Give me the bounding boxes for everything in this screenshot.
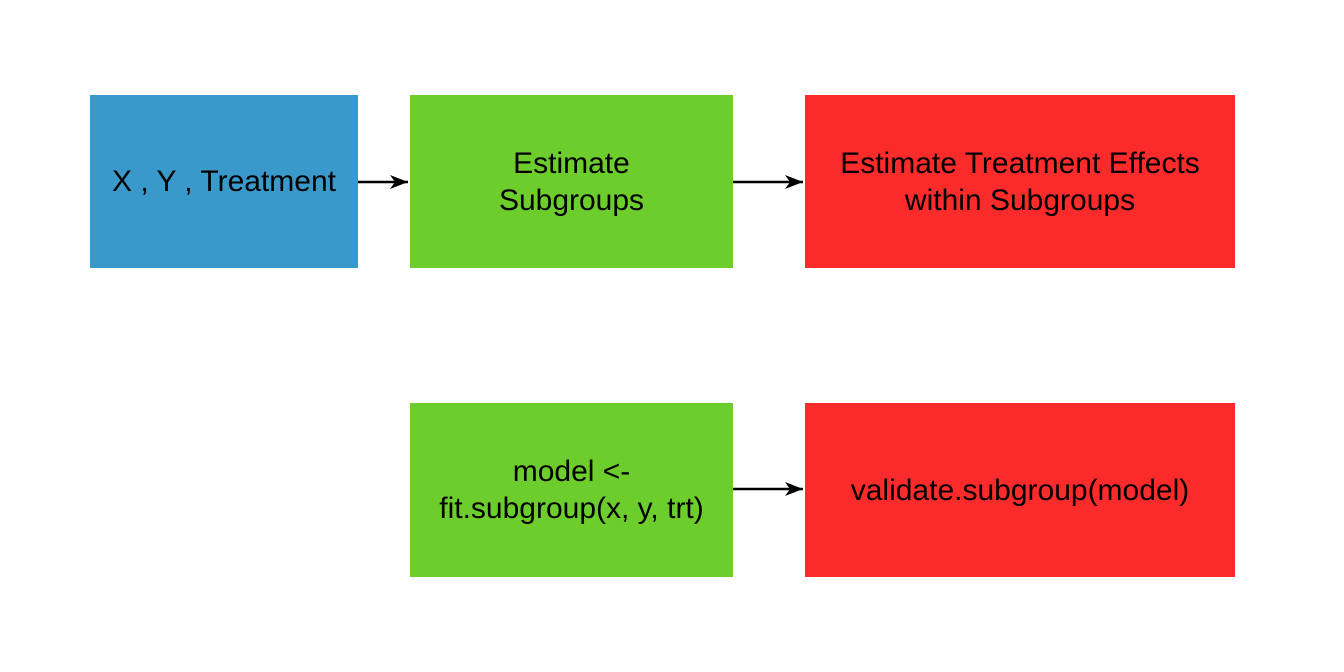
estimate-treatment-effects-box: Estimate Treatment Effects within Subgro… [805, 95, 1235, 268]
fit-subgroup-code-box: model <- fit.subgroup(x, y, trt) [410, 403, 733, 577]
estimate-subgroups-box: Estimate Subgroups [410, 95, 733, 268]
validate-subgroup-code-box: validate.subgroup(model) [805, 403, 1235, 577]
data-inputs-box: X , Y , Treatment [90, 95, 358, 268]
